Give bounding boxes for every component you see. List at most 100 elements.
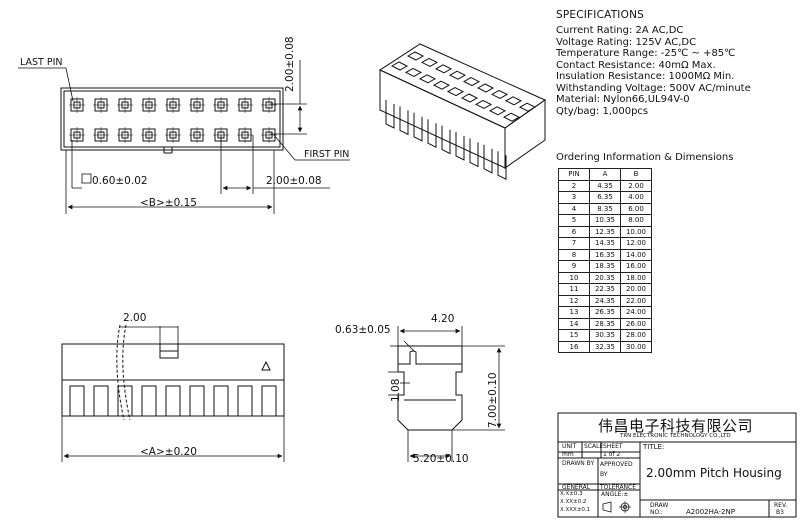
draw-label: DRAW <box>650 502 669 509</box>
approved-by-label: APPROVED BY <box>600 461 633 478</box>
height-dim: 7.00±0.10 <box>487 372 499 428</box>
ordering-title: Ordering Information & Dimensions <box>556 152 734 163</box>
bottom-width-dim: 5.20±0.10 <box>413 453 469 465</box>
sheet-value: 1 of 2 <box>603 451 621 458</box>
last-pin-label: LAST PIN <box>20 57 63 68</box>
table-cell: 4.35 <box>589 179 621 192</box>
first-pin-triangle-icon <box>261 360 271 371</box>
iso-legs <box>385 100 507 181</box>
general-label: GENERAL <box>562 484 591 491</box>
table-cell: 4.00 <box>620 191 652 204</box>
iso-front-face <box>379 69 506 169</box>
no-label: NO.: <box>650 509 663 516</box>
front-slot <box>261 385 277 416</box>
pitch-vertical-dim: 2.00±0.08 <box>284 36 296 92</box>
iso-leg <box>455 132 465 161</box>
iso-leg <box>385 100 395 129</box>
pitch-horizontal-dim: 2.00±0.08 <box>266 175 322 187</box>
unit-label: UNIT <box>562 443 577 450</box>
iso-cell <box>406 51 425 61</box>
projection-symbol-icon <box>602 501 631 513</box>
wall-dim: 0.63±0.05 <box>335 324 391 336</box>
table-cell: 10.35 <box>589 214 621 227</box>
break-line <box>122 324 131 421</box>
first-pin-label: FIRST PIN <box>304 149 350 160</box>
spec-line: Temperature Range: -25℃ ~ +85℃ <box>556 48 736 59</box>
wall-leader <box>403 340 415 352</box>
rev-value: B3 <box>776 509 784 516</box>
drawing-title: 2.00mm Pitch Housing <box>646 466 782 480</box>
table-header-cell: B <box>620 168 652 181</box>
front-slots <box>69 385 277 416</box>
front-slot <box>213 385 229 416</box>
sheet-label: SHEET <box>603 443 623 450</box>
iso-cell <box>462 77 481 87</box>
iso-cell <box>476 83 495 93</box>
rev-label: REV. <box>774 502 788 509</box>
square-symbol-icon <box>81 173 92 184</box>
iso-leg <box>399 106 409 136</box>
isometric-view <box>378 43 547 181</box>
top-width-dim: 4.20 <box>431 313 455 325</box>
iso-cell <box>390 61 409 71</box>
iso-cell <box>448 70 467 80</box>
spec-line: Contact Resistance: 40mΩ Max. <box>556 59 716 71</box>
table-cell: 12.00 <box>620 237 652 250</box>
tolerance-2: X.XX±0.2 <box>560 499 587 505</box>
iso-leg <box>441 125 451 155</box>
front-slot <box>93 385 109 416</box>
iso-cell <box>432 80 451 90</box>
title-block-frame <box>557 412 797 518</box>
spec-line: Insulation Resistance: 1000MΩ Min. <box>556 71 735 82</box>
title-label: TITLE: <box>643 443 665 451</box>
front-view <box>61 324 285 421</box>
iso-top-face <box>378 43 547 129</box>
spec-line: Withstanding Voltage: 500V AC/minute <box>556 82 751 94</box>
tolerance-label: TOLERANCE <box>600 484 637 491</box>
spec-line: Voltage Rating: 125V AC,DC <box>556 36 697 48</box>
scale-label: SCALE <box>584 443 604 450</box>
iso-cell <box>518 102 537 112</box>
spec-line: Qty/bag: 1,000pcs <box>556 105 649 117</box>
iso-cell <box>490 89 509 99</box>
front-slot <box>165 385 181 416</box>
company-name-en: TRN ELECTRONIC TECHNOLOGY CO.,LTD <box>620 433 731 439</box>
iso-leg <box>469 138 479 168</box>
table-cell: 8.35 <box>589 202 621 215</box>
iso-cell <box>504 96 523 106</box>
side-top <box>397 345 463 365</box>
front-slot <box>69 385 85 416</box>
table-cell: 10.00 <box>620 225 652 238</box>
front-slot <box>189 385 205 416</box>
iso-cell <box>434 64 453 74</box>
iso-cells <box>390 51 537 122</box>
drawn-by-label: DRAWN BY <box>562 460 595 467</box>
front-slot <box>237 385 253 416</box>
iso-cell <box>460 93 479 103</box>
spec-line: Material: Nylon66,UL94V-0 <box>556 94 690 105</box>
iso-cell <box>418 74 437 84</box>
unit-value: mm <box>562 451 574 458</box>
table-cell: 30.00 <box>620 340 652 353</box>
table-cell: 14.35 <box>589 237 621 250</box>
iso-cell <box>420 57 439 67</box>
iso-cell <box>474 99 493 109</box>
table-cell: 12.35 <box>589 225 621 238</box>
pin-square-dim: 0.60±0.02 <box>92 175 148 187</box>
company-name-cn: 伟昌电子科技有限公司 <box>598 417 754 435</box>
iso-cell <box>404 67 423 77</box>
side-body <box>397 364 463 431</box>
pitch-front-dim: 2.00 <box>123 312 147 324</box>
